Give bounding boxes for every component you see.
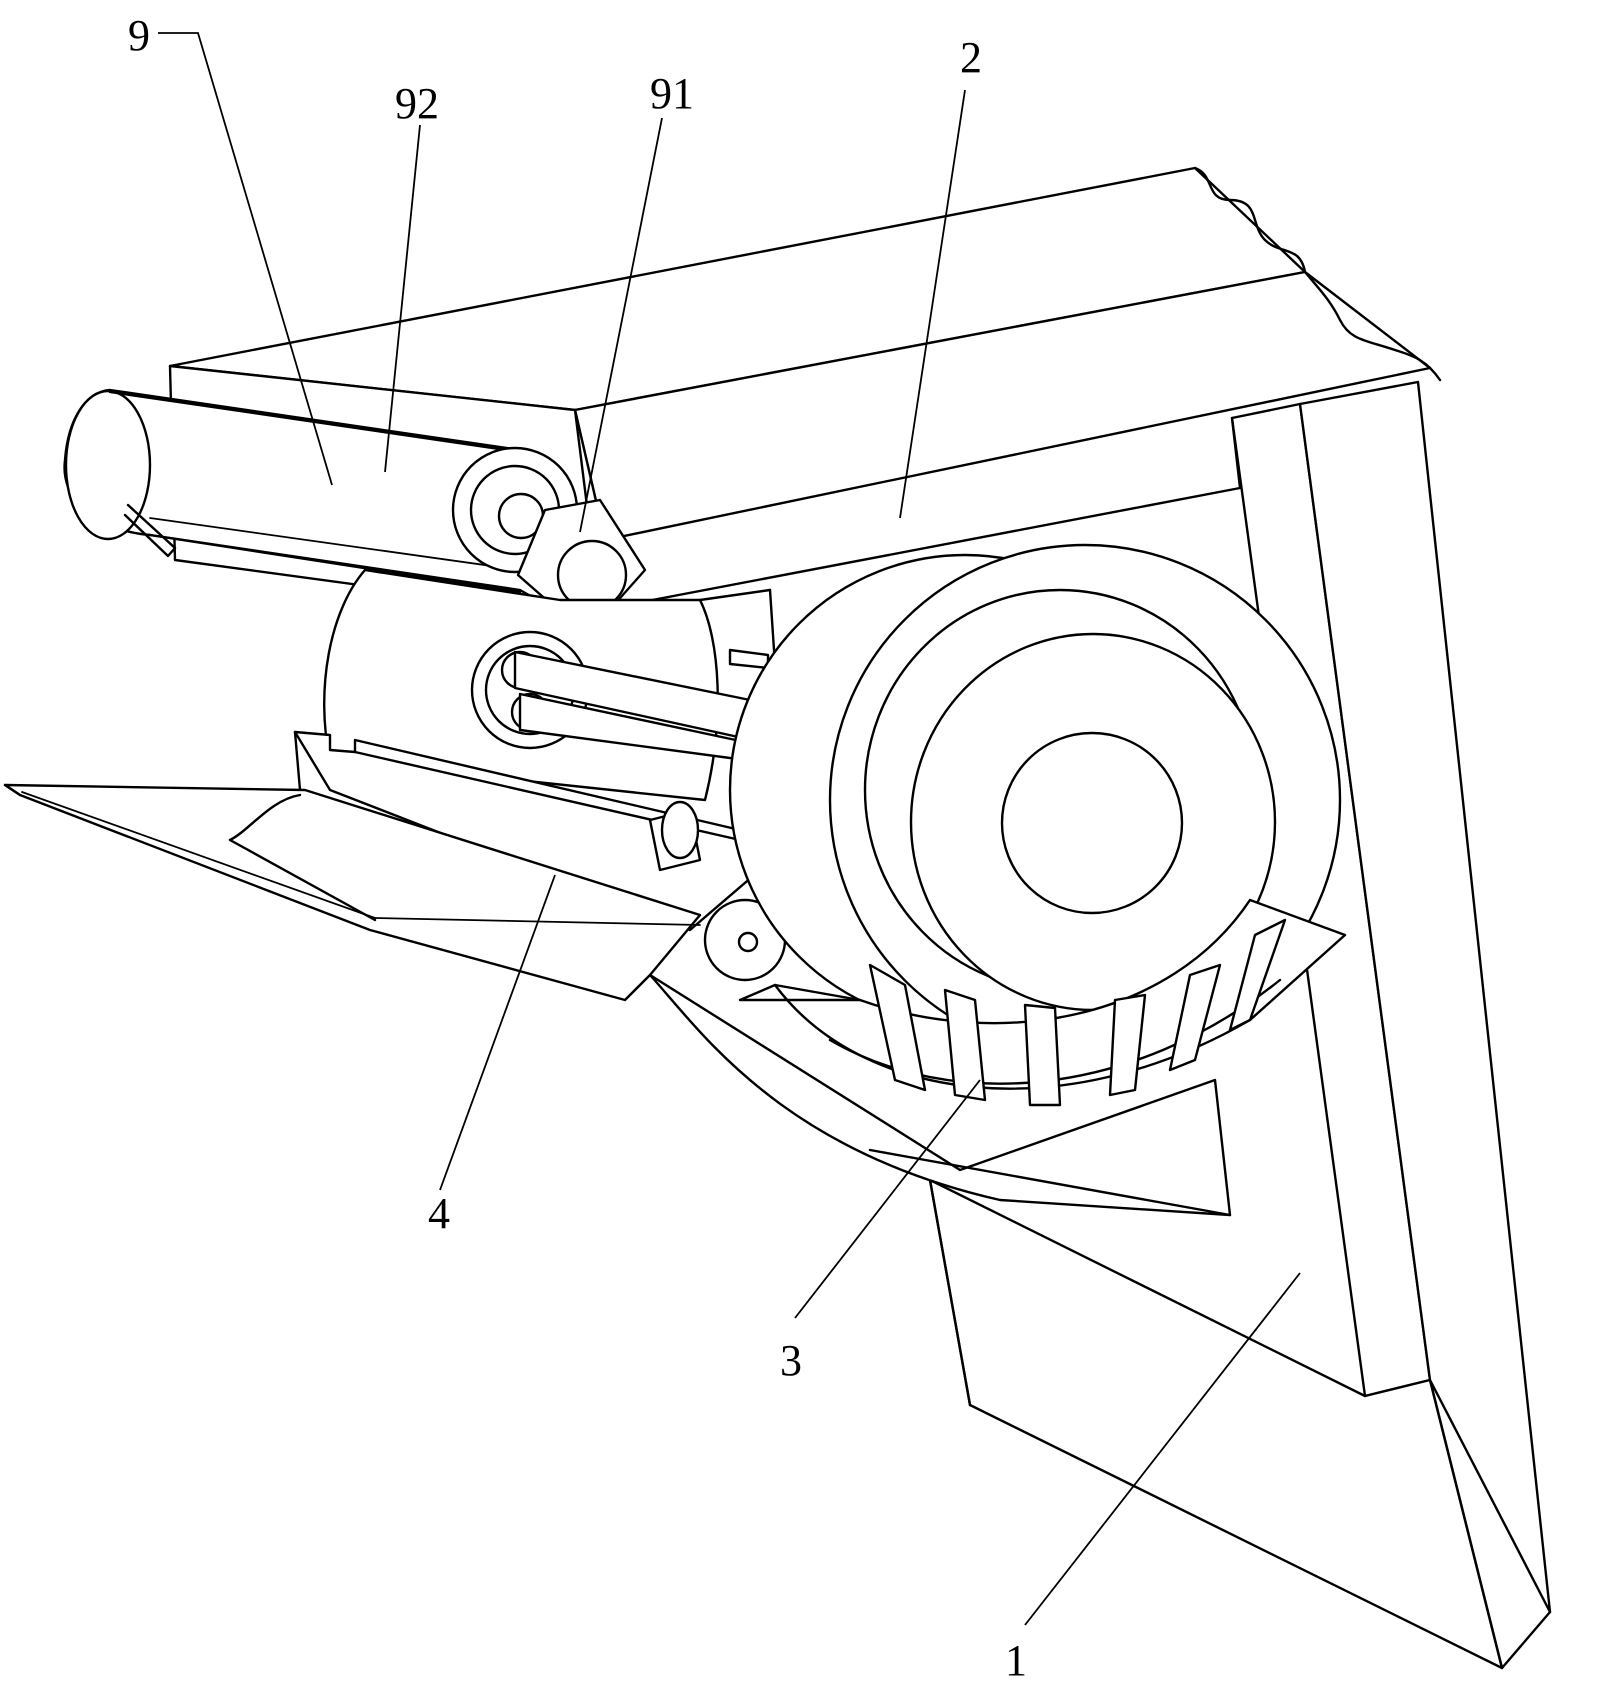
part-3-arc-guard bbox=[738, 898, 1347, 1107]
leader-4 bbox=[439, 874, 556, 1191]
leader-3 bbox=[794, 1079, 981, 1319]
callout-1: 1 bbox=[1005, 1636, 1027, 1685]
leader-1 bbox=[1024, 1272, 1301, 1626]
leader-91 bbox=[579, 117, 663, 533]
callout-3: 3 bbox=[780, 1336, 802, 1385]
part-4-lower-channel bbox=[3, 730, 787, 1002]
callout-labels: 9 92 91 2 4 3 1 bbox=[128, 11, 1027, 1685]
rear-drum bbox=[323, 568, 777, 802]
part-91-roller bbox=[451, 446, 647, 627]
callout-9: 9 bbox=[128, 11, 150, 60]
main-rotor bbox=[648, 543, 1342, 1217]
leader-92 bbox=[384, 124, 421, 473]
callout-2: 2 bbox=[960, 33, 982, 82]
callout-92: 92 bbox=[395, 79, 439, 128]
part-9-belt-conveyor bbox=[63, 388, 607, 612]
leader-2 bbox=[899, 89, 966, 519]
callout-91: 91 bbox=[650, 69, 694, 118]
callout-4: 4 bbox=[428, 1189, 450, 1238]
leader-lines bbox=[158, 32, 1301, 1626]
leader-9 bbox=[158, 32, 333, 486]
